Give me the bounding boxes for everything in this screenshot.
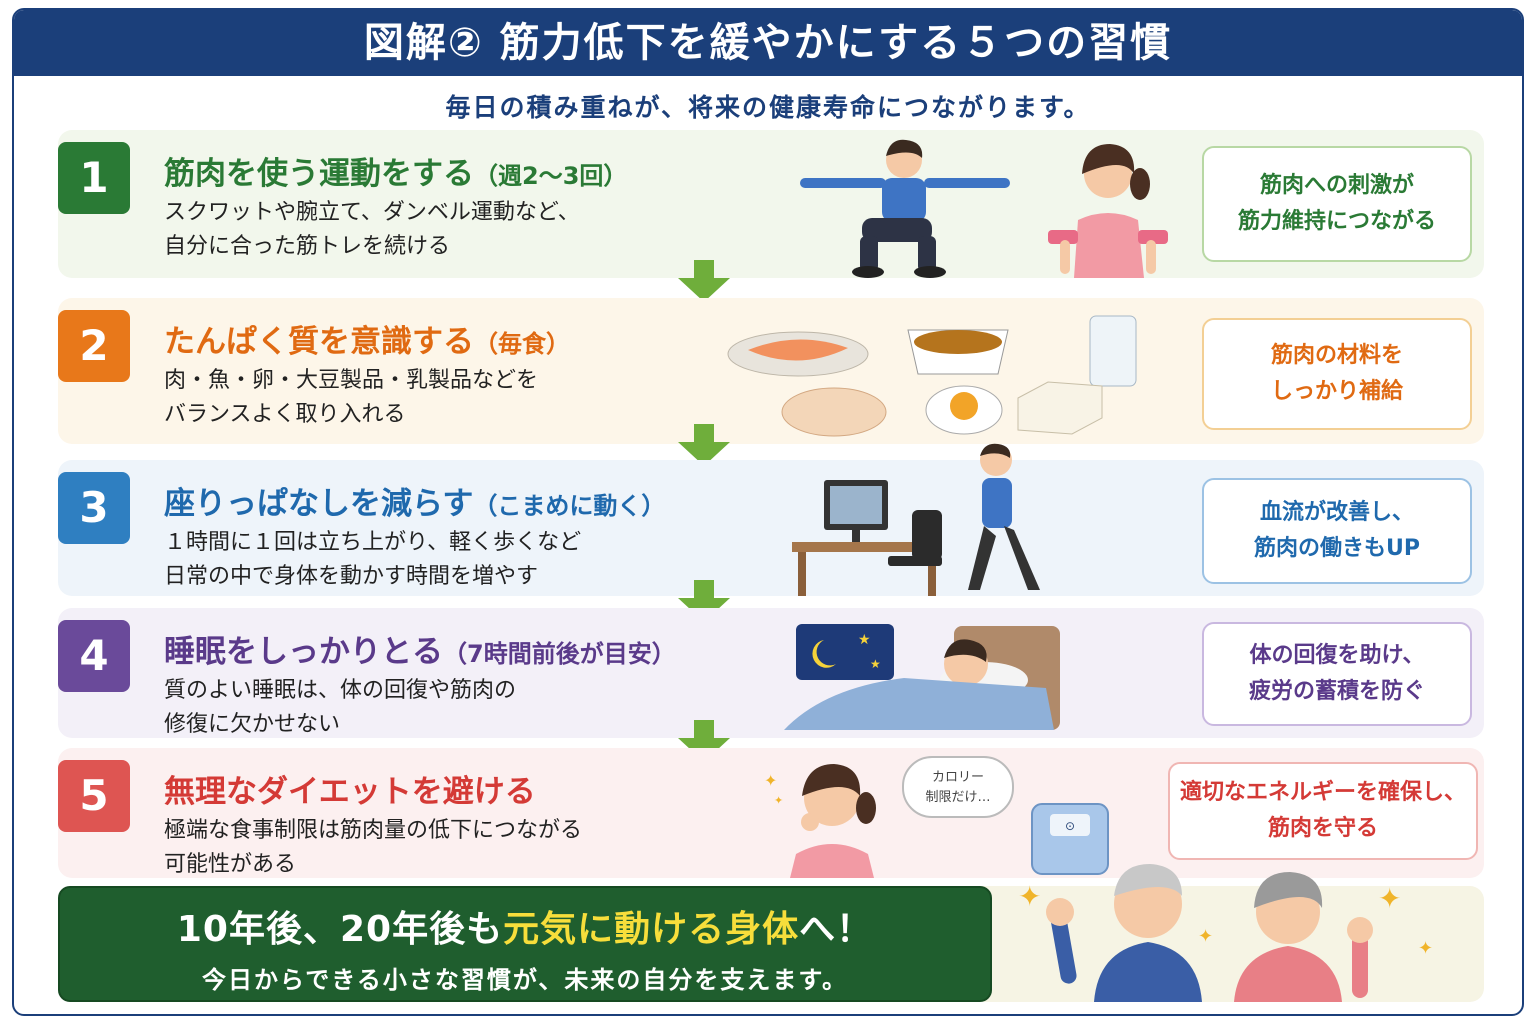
infographic-frame: 図解② 筋力低下を緩やかにする５つの習慣 毎日の積み重ねが、将来の健康寿命につな… <box>12 8 1524 1016</box>
habit-benefit-note: 血流が改善し、筋肉の働きもUP <box>1202 478 1472 584</box>
arrow-down-icon <box>678 720 730 762</box>
svg-text:✦: ✦ <box>1198 926 1213 947</box>
svg-text:✦: ✦ <box>1418 938 1433 959</box>
habit-description: １時間に１回は立ち上がり、軽く歩くなど日常の中で身体を動かす時間を増やす <box>164 530 582 589</box>
svg-text:⊙: ⊙ <box>1065 819 1075 833</box>
sleeping-illustration: ★ ★ <box>784 624 1060 730</box>
svg-text:✦: ✦ <box>774 794 783 807</box>
habit-title: 座りっぱなしを減らす（こまめに動く） <box>164 486 666 522</box>
habit-number: 4 <box>58 620 130 692</box>
habit-row-4: 4 睡眠をしっかりとる（7時間前後が目安） 質のよい睡眠は、体の回復や筋肉の修復… <box>58 608 1484 738</box>
closing-section: 10年後、20年後も元気に動ける身体へ！ 今日からできる小さな習慣が、未来の自分… <box>58 864 1484 1002</box>
habit-description: スクワットや腕立て、ダンベル運動など、自分に合った筋トレを続ける <box>164 200 580 259</box>
habit-title-note: （こまめに動く） <box>473 492 666 520</box>
svg-text:✦: ✦ <box>764 771 777 790</box>
desk-walking-illustration <box>792 443 1040 596</box>
habit-row-3: 3 座りっぱなしを減らす（こまめに動く） １時間に１回は立ち上がり、軽く歩くなど… <box>58 443 1484 596</box>
habit-title: たんぱく質を意識する（毎食） <box>164 324 570 360</box>
habit-title: 無理なダイエットを避ける <box>164 774 536 810</box>
arrow-down-icon <box>678 424 730 466</box>
habit-description: 極端な食事制限は筋肉量の低下につながる可能性がある <box>164 818 583 877</box>
habit-benefit-note: 筋肉への刺激が筋力維持につながる <box>1202 146 1472 262</box>
habit-row-2: 2 たんぱく質を意識する（毎食） 肉・魚・卵・大豆製品・乳製品などをバランスよく… <box>58 298 1484 444</box>
elderly-couple-illustration: ✦ ✦ ✦ ✦ <box>1018 864 1433 1002</box>
habit-description: 肉・魚・卵・大豆製品・乳製品などをバランスよく取り入れる <box>164 368 539 427</box>
closing-highlight: 元気に動ける身体 <box>503 909 800 950</box>
habit-number: 2 <box>58 310 130 382</box>
svg-text:★: ★ <box>858 632 871 648</box>
closing-banner: 10年後、20年後も元気に動ける身体へ！ 今日からできる小さな習慣が、未来の自分… <box>58 886 992 1002</box>
habit-benefit-note: 筋肉の材料をしっかり補給 <box>1202 318 1472 430</box>
protein-foods-illustration <box>727 315 1137 437</box>
habit-description: 質のよい睡眠は、体の回復や筋肉の修復に欠かせない <box>164 678 517 737</box>
speech-bubble: カロリー制限だけ… <box>902 756 1014 818</box>
closing-headline: 10年後、20年後も元気に動ける身体へ！ <box>176 909 874 950</box>
habit-row-1: 1 筋肉を使う運動をする（週2〜3回） スクワットや腕立て、ダンベル運動など、自… <box>58 130 1484 278</box>
habit-number: 3 <box>58 472 130 544</box>
svg-text:✦: ✦ <box>1378 882 1401 915</box>
habit-title-note: （毎食） <box>474 330 570 358</box>
habit-title-note: （7時間前後が目安） <box>443 640 676 668</box>
habit-title: 筋肉を使う運動をする（週2〜3回） <box>164 156 628 192</box>
habit-title-note: （週2〜3回） <box>474 162 628 190</box>
habit-number: 5 <box>58 760 130 832</box>
habit-row-5: 5 無理なダイエットを避ける 極端な食事制限は筋肉量の低下につながる可能性がある… <box>58 748 1484 878</box>
arrow-down-icon <box>678 580 730 622</box>
habit-benefit-note: 適切なエネルギーを確保し、筋肉を守る <box>1168 762 1478 860</box>
svg-text:✦: ✦ <box>1018 880 1041 913</box>
worried-dieter-illustration: ✦ ✦ <box>764 764 876 878</box>
svg-text:★: ★ <box>870 657 881 671</box>
habit-benefit-note: 体の回復を助け、疲労の蓄積を防ぐ <box>1202 622 1472 726</box>
page-title: 図解② 筋力低下を緩やかにする５つの習慣 <box>14 10 1522 76</box>
habit-title: 睡眠をしっかりとる（7時間前後が目安） <box>164 634 676 670</box>
scale-icon: ⊙ <box>1031 803 1109 875</box>
habit-number: 1 <box>58 142 130 214</box>
page-subtitle: 毎日の積み重ねが、将来の健康寿命につながります。 <box>445 93 1091 122</box>
exercise-illustration <box>800 139 1168 278</box>
closing-message: 今日からできる小さな習慣が、未来の自分を支えます。 <box>202 966 848 994</box>
arrow-down-icon <box>678 260 730 302</box>
